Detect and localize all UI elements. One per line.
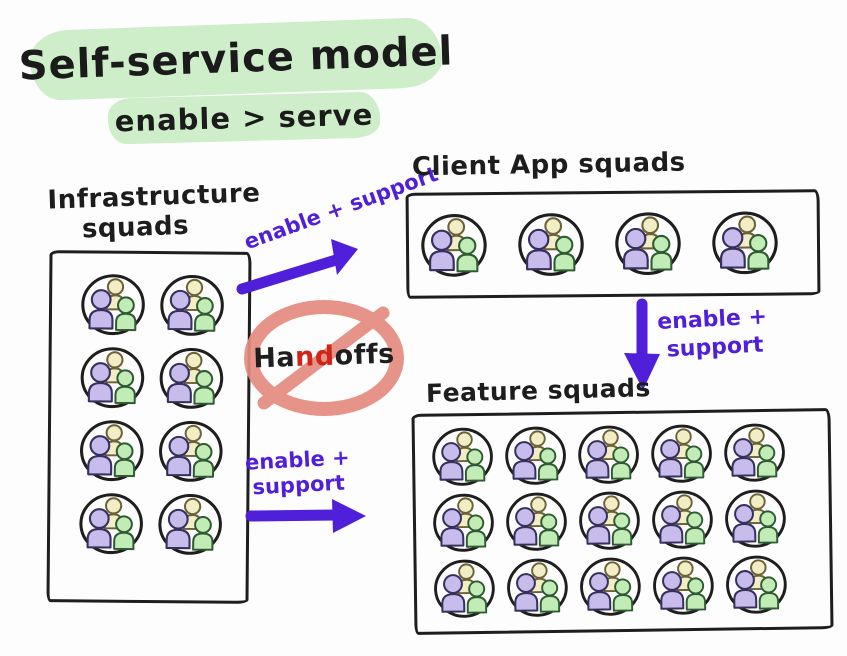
squad-icon: [651, 488, 715, 552]
squad-icon: [723, 421, 787, 485]
purple-person-icon: [587, 572, 612, 611]
squad-icon: [431, 425, 495, 489]
green-person-icon: [464, 448, 486, 482]
squad-icon: [420, 211, 489, 280]
ban-circle-icon: [244, 300, 404, 416]
green-person-icon: [192, 516, 214, 551]
squad-icon: [80, 271, 147, 338]
green-person-icon: [194, 297, 216, 332]
green-person-icon: [611, 512, 633, 546]
squad-icon: [577, 423, 641, 487]
purple-person-icon: [166, 435, 192, 477]
page-subtitle: enable > serve: [114, 97, 374, 139]
purple-person-icon: [167, 289, 193, 331]
subtitle-highlight: enable > serve: [107, 91, 381, 145]
arrow-infra-to-client: [236, 239, 358, 295]
green-person-icon: [538, 513, 560, 547]
green-person-icon: [466, 580, 488, 614]
no-handoffs-symbol: Handoffs: [240, 299, 408, 421]
squad-icon: [614, 209, 683, 278]
green-person-icon: [465, 514, 487, 548]
squad-icon: [79, 417, 146, 484]
green-person-icon: [683, 445, 705, 479]
squad-icon: [517, 210, 586, 279]
green-person-icon: [553, 235, 576, 272]
squad-icon: [432, 557, 496, 621]
squad-icon: [158, 345, 225, 412]
purple-person-icon: [733, 570, 758, 609]
green-person-icon: [757, 510, 779, 544]
green-person-icon: [610, 446, 632, 480]
green-person-icon: [539, 579, 561, 613]
squad-icon: [505, 490, 569, 554]
green-person-icon: [192, 443, 215, 478]
squad-icon: [158, 418, 225, 485]
purple-person-icon: [439, 442, 464, 481]
purple-person-icon: [86, 508, 112, 549]
arrow-infra-to-feature: [245, 499, 366, 533]
green-person-icon: [114, 369, 136, 405]
purple-person-icon: [87, 435, 113, 476]
arrow-client-to-feature: [624, 298, 660, 390]
squad-icon: [650, 422, 714, 486]
squad-icon: [159, 272, 226, 339]
purple-person-icon: [512, 441, 537, 480]
squad-icon: [578, 489, 642, 553]
infrastructure-squads-label: Infrastructure squads: [46, 178, 261, 245]
green-person-icon: [115, 296, 137, 332]
squad-icon: [432, 491, 496, 555]
purple-person-icon: [732, 504, 757, 543]
green-person-icon: [113, 442, 136, 478]
purple-person-icon: [658, 439, 683, 478]
squad-icon: [711, 209, 780, 278]
purple-person-icon: [165, 508, 191, 550]
squad-icon: [651, 554, 715, 618]
purple-person-icon: [585, 440, 610, 479]
purple-person-icon: [586, 506, 611, 545]
green-person-icon: [758, 576, 780, 610]
client-app-squads-box: [405, 189, 821, 299]
green-person-icon: [650, 234, 673, 271]
green-person-icon: [612, 578, 634, 612]
page-title: Self-service model: [17, 28, 455, 90]
purple-person-icon: [441, 574, 466, 613]
green-person-icon: [747, 234, 770, 270]
purple-person-icon: [87, 362, 113, 403]
squad-icon: [578, 555, 642, 619]
purple-person-icon: [719, 227, 746, 269]
purple-person-icon: [660, 571, 685, 610]
green-person-icon: [684, 511, 706, 545]
squad-icon: [724, 487, 788, 551]
enable-support-label-bottom: enable + support: [244, 445, 351, 500]
green-person-icon: [113, 515, 135, 551]
green-person-icon: [537, 447, 559, 481]
infrastructure-squads-box: [46, 250, 252, 604]
purple-person-icon: [514, 573, 539, 612]
squad-icon: [78, 490, 145, 557]
purple-person-icon: [659, 505, 684, 544]
green-person-icon: [756, 444, 778, 478]
purple-person-icon: [428, 229, 455, 272]
enable-support-label-down: enable + support: [656, 304, 768, 363]
squad-icon: [504, 424, 568, 488]
purple-person-icon: [513, 507, 538, 546]
purple-person-icon: [731, 438, 756, 477]
squad-icon: [157, 491, 224, 558]
feature-squads-label: Feature squads: [425, 373, 652, 408]
purple-person-icon: [440, 508, 465, 547]
client-app-squads-label: Client App squads: [411, 147, 686, 183]
squad-icon: [79, 344, 146, 411]
handoffs-label: Handoffs: [252, 338, 396, 375]
green-person-icon: [456, 236, 479, 273]
squad-icon: [505, 556, 569, 620]
green-person-icon: [193, 370, 215, 405]
green-person-icon: [685, 577, 707, 611]
purple-person-icon: [88, 289, 114, 330]
squad-icon: [724, 553, 788, 617]
purple-person-icon: [525, 228, 552, 271]
title-highlight: Self-service model: [18, 16, 454, 102]
purple-person-icon: [622, 227, 649, 270]
purple-person-icon: [166, 362, 192, 404]
feature-squads-box: [411, 408, 834, 635]
